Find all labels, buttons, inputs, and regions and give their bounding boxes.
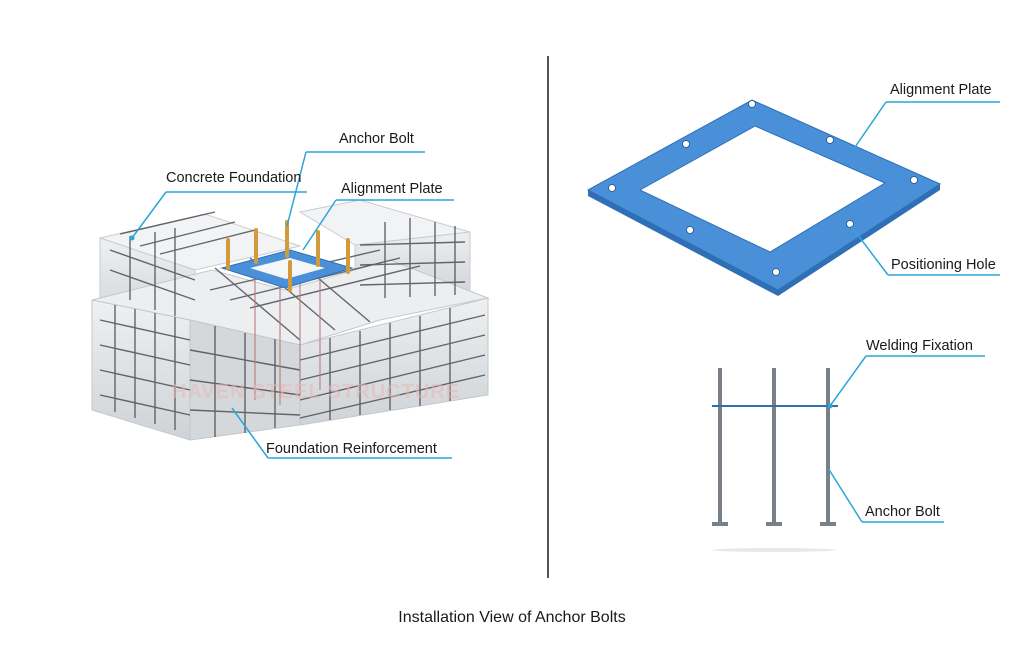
- label-positioning-hole: Positioning Hole: [891, 257, 996, 273]
- leader-dot: [129, 235, 135, 241]
- anchor-bolts-left: [226, 220, 350, 292]
- concrete-foundation-diagram: HAVEN STEEL STRUCTURE: [91, 199, 490, 441]
- label-foundation-reinforcement: Foundation Reinforcement: [266, 441, 437, 457]
- watermark: HAVEN STEEL STRUCTURE: [172, 381, 460, 403]
- positioning-holes: [608, 100, 918, 276]
- leader-lines-right-top: [850, 101, 1000, 276]
- leader-lines-left: [131, 151, 454, 459]
- vertical-rebars: [254, 260, 321, 405]
- figure-caption: Installation View of Anchor Bolts: [398, 609, 626, 626]
- leader-lines-right-bottom: [827, 355, 985, 523]
- anchor-bolt-rods: [718, 368, 830, 524]
- alignment-plate-diagram: [586, 99, 942, 296]
- concrete-block-front: [91, 259, 490, 441]
- label-alignment-plate-left: Alignment Plate: [341, 181, 443, 197]
- anchor-bolt-assembly: [712, 368, 838, 552]
- anchor-bolt-feet: [712, 522, 836, 526]
- label-anchor-bolt-left: Anchor Bolt: [339, 131, 414, 147]
- label-alignment-plate-right: Alignment Plate: [890, 82, 992, 98]
- label-concrete-foundation: Concrete Foundation: [166, 170, 301, 186]
- ground-shadow: [712, 548, 836, 552]
- label-welding-fixation: Welding Fixation: [866, 338, 973, 354]
- foundation-reinforcement-grid: [99, 211, 486, 437]
- label-anchor-bolt-right: Anchor Bolt: [865, 504, 940, 520]
- leader-dot: [827, 403, 833, 409]
